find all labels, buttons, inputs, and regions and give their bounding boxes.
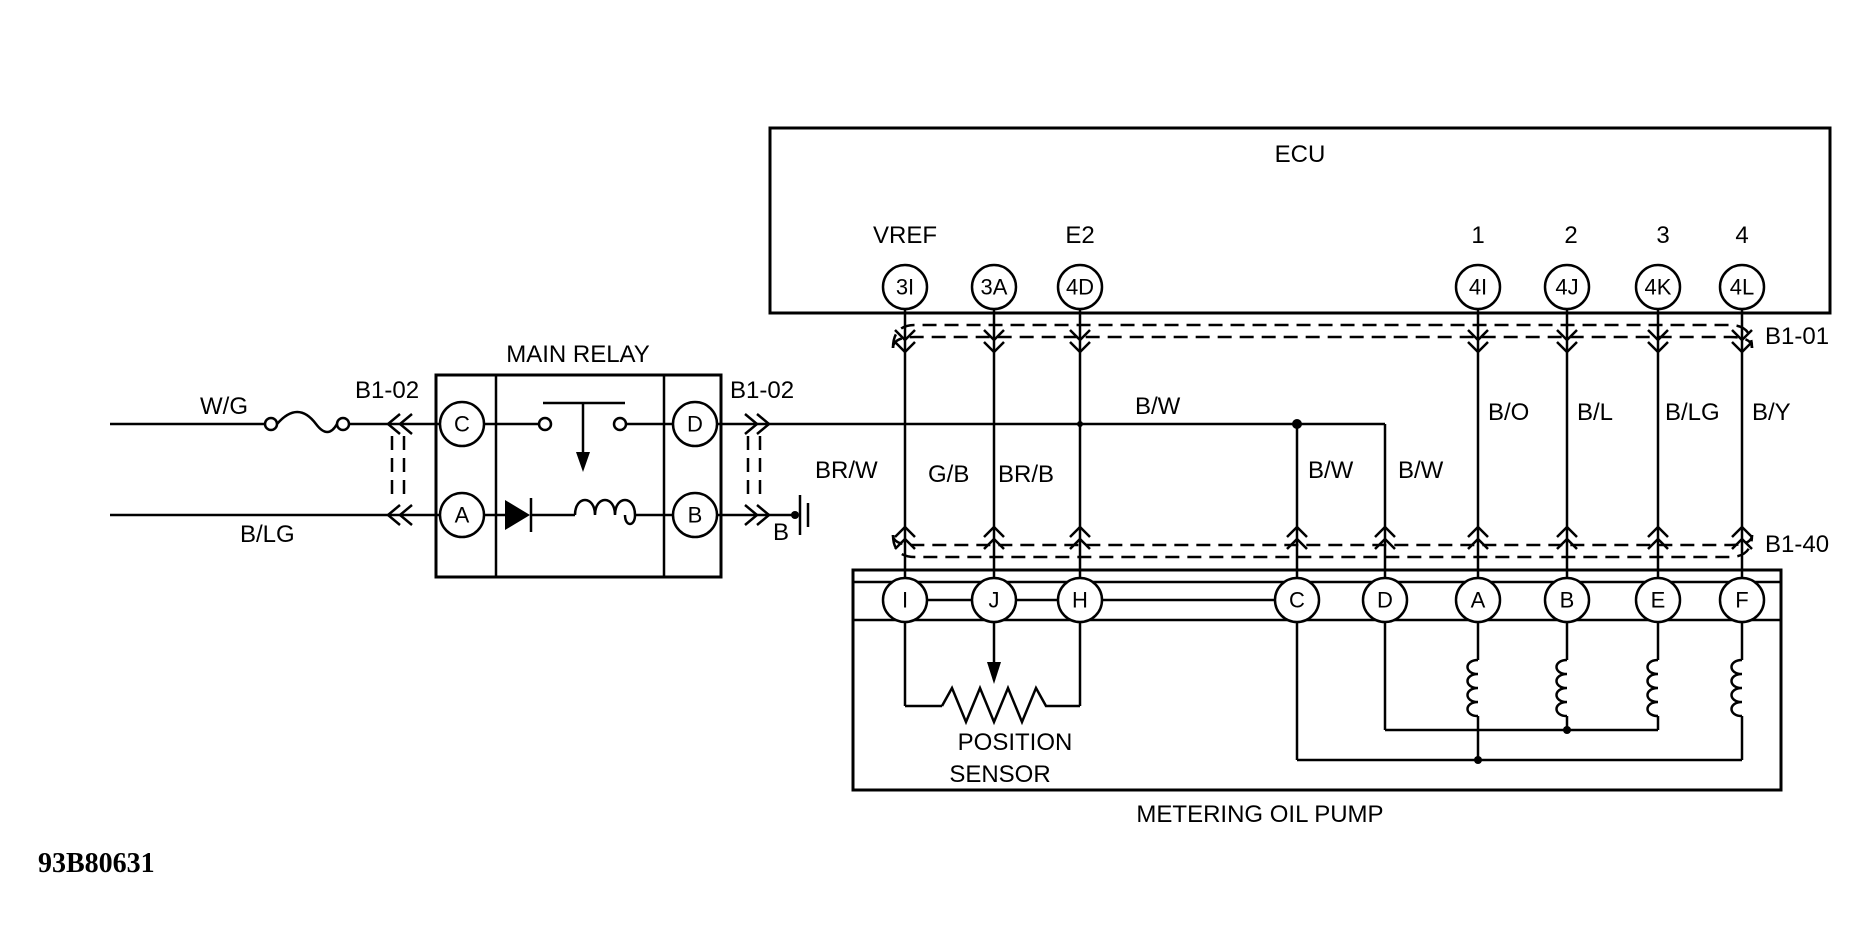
connector-label-relay-right: B1-02: [730, 377, 794, 404]
ecu-terminal-4l: 4L: [1718, 263, 1766, 311]
sensor-label-line2: SENSOR: [949, 761, 1050, 788]
ecu-pin-4k: 4K: [1645, 275, 1672, 300]
wire-label-pump-feed-c: B/W: [1308, 457, 1354, 484]
wire-label-coil-1: B/O: [1488, 399, 1529, 426]
pump-title: METERING OIL PUMP: [1136, 801, 1383, 828]
ecu-title: ECU: [1275, 141, 1326, 168]
ecu-pin-4j: 4J: [1555, 275, 1578, 300]
svg-text:B: B: [688, 503, 703, 528]
relay-pin-d: D: [671, 400, 719, 448]
connector-label-relay-left: B1-02: [355, 377, 419, 404]
wire-label-pump-feed-d: B/W: [1398, 457, 1444, 484]
relay-pin-b: B: [671, 491, 719, 539]
pump-pin-i: I: [881, 576, 929, 624]
ecu-terminal-3a: 3A: [970, 263, 1018, 311]
svg-text:B: B: [1560, 588, 1575, 613]
connector-b1-02-right: [744, 413, 771, 526]
wire-label-coil-2: B/L: [1577, 399, 1613, 426]
ecu-terminal-label-2: 2: [1564, 222, 1577, 249]
connector-b1-40: [891, 525, 1754, 559]
connector-label-b1-01: B1-01: [1765, 323, 1829, 350]
svg-text:I: I: [902, 588, 908, 613]
relay-pin-c: C: [438, 400, 486, 448]
svg-text:C: C: [1289, 588, 1305, 613]
ecu-terminal-4d: 4D: [1056, 263, 1104, 311]
svg-text:F: F: [1735, 588, 1748, 613]
ecu-terminal-label-3: 3: [1656, 222, 1669, 249]
wire-label-sensor-vref: BR/W: [815, 457, 878, 484]
connector-label-b1-40: B1-40: [1765, 531, 1829, 558]
ecu-pin-3a: 3A: [981, 275, 1008, 300]
pump-box: [851, 568, 1783, 792]
ecu-terminal-4i: 4I: [1454, 263, 1502, 311]
relay-switch-symbol: [484, 401, 673, 472]
pump-pin-f: F: [1718, 576, 1766, 624]
ecu-pin-4i: 4I: [1469, 275, 1487, 300]
ecu-terminal-4j: 4J: [1543, 263, 1591, 311]
ecu-pin-4d: 4D: [1066, 275, 1094, 300]
connector-b1-02-left: [386, 413, 413, 526]
fuse-symbol: [263, 410, 440, 434]
ecu-pin-3i: 3I: [896, 275, 914, 300]
sensor-label-line1: POSITION: [958, 729, 1073, 756]
pump-pin-h: H: [1056, 576, 1104, 624]
pump-pin-b: B: [1543, 576, 1591, 624]
ecu-pin-4l: 4L: [1730, 275, 1754, 300]
wire-label-sensor-ground: BR/B: [998, 461, 1054, 488]
ecu-terminal-3i: 3I: [881, 263, 929, 311]
ecu-terminal-label-vref: VREF: [873, 222, 937, 249]
relay-coil-symbol: [484, 498, 673, 532]
wire-label-coil-3: B/LG: [1665, 399, 1720, 426]
pump-pin-e: E: [1634, 576, 1682, 624]
main-relay-box: [434, 373, 723, 579]
ground-symbol: [717, 495, 810, 535]
ecu-terminal-label-4: 4: [1735, 222, 1748, 249]
relay-pin-a: A: [438, 491, 486, 539]
svg-text:J: J: [989, 588, 1000, 613]
svg-text:E: E: [1651, 588, 1666, 613]
main-relay-title: MAIN RELAY: [506, 341, 650, 368]
wire-label-input-bottom: B/LG: [240, 521, 295, 548]
ecu-box: [768, 126, 1832, 315]
ecu-terminal-4k: 4K: [1634, 263, 1682, 311]
wire-label-coil-4: B/Y: [1752, 399, 1791, 426]
ecu-terminal-label-1: 1: [1471, 222, 1484, 249]
wire-label-ground: B: [773, 519, 789, 546]
position-sensor-symbol: [903, 622, 1082, 726]
svg-text:C: C: [454, 412, 470, 437]
svg-text:A: A: [455, 503, 470, 528]
pump-pin-j: J: [970, 576, 1018, 624]
svg-text:D: D: [687, 412, 703, 437]
svg-text:A: A: [1471, 588, 1486, 613]
connector-b1-01: [891, 323, 1754, 354]
svg-text:D: D: [1377, 588, 1393, 613]
wire-label-sensor-signal: G/B: [928, 461, 969, 488]
pump-pin-d: D: [1361, 576, 1409, 624]
ecu-terminal-label-e2: E2: [1065, 222, 1094, 249]
pump-pin-c: C: [1273, 576, 1321, 624]
figure-id: 93B80631: [38, 848, 155, 879]
wire-label-input-top: W/G: [200, 393, 248, 420]
pump-coils: [1295, 622, 1744, 764]
pump-pin-a: A: [1454, 576, 1502, 624]
svg-text:H: H: [1072, 588, 1088, 613]
wire-label-main-feed: B/W: [1135, 393, 1181, 420]
